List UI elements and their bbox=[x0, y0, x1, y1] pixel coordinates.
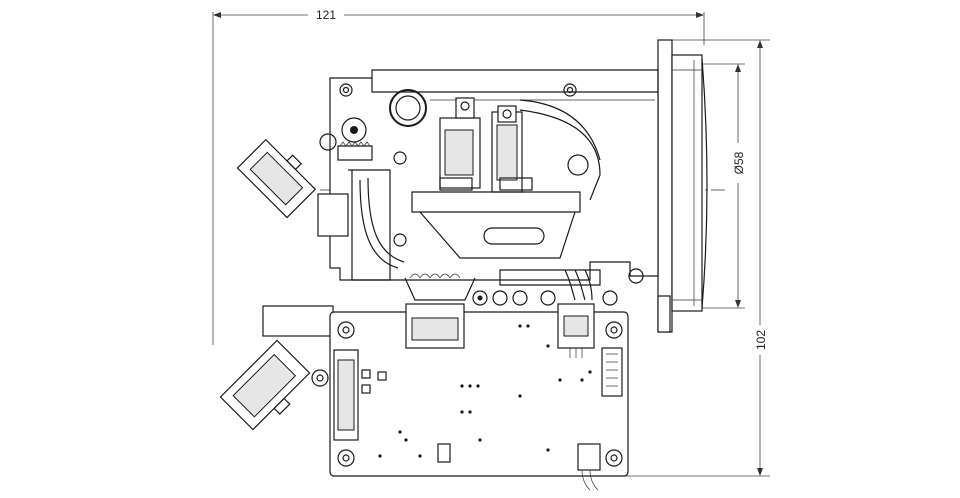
spacer-block bbox=[262, 305, 334, 337]
lens-mount-tab bbox=[657, 295, 671, 333]
angled-module-bottom bbox=[219, 339, 311, 431]
focus-carriage bbox=[411, 97, 581, 259]
diameter-dimension: Ø58 bbox=[700, 63, 747, 309]
gear-train bbox=[319, 89, 601, 201]
flex-cables bbox=[404, 268, 644, 306]
angled-module-top bbox=[236, 138, 317, 219]
width-dimension-label: 121 bbox=[316, 8, 336, 22]
diameter-dimension-label: Ø58 bbox=[732, 151, 746, 174]
height-dimension-label: 102 bbox=[754, 330, 768, 350]
width-dimension: 121 bbox=[212, 6, 705, 345]
height-dimension: 102 bbox=[625, 39, 770, 477]
left-bracket bbox=[317, 151, 407, 281]
pcb-board bbox=[311, 303, 629, 491]
lens-assembly bbox=[657, 39, 708, 333]
